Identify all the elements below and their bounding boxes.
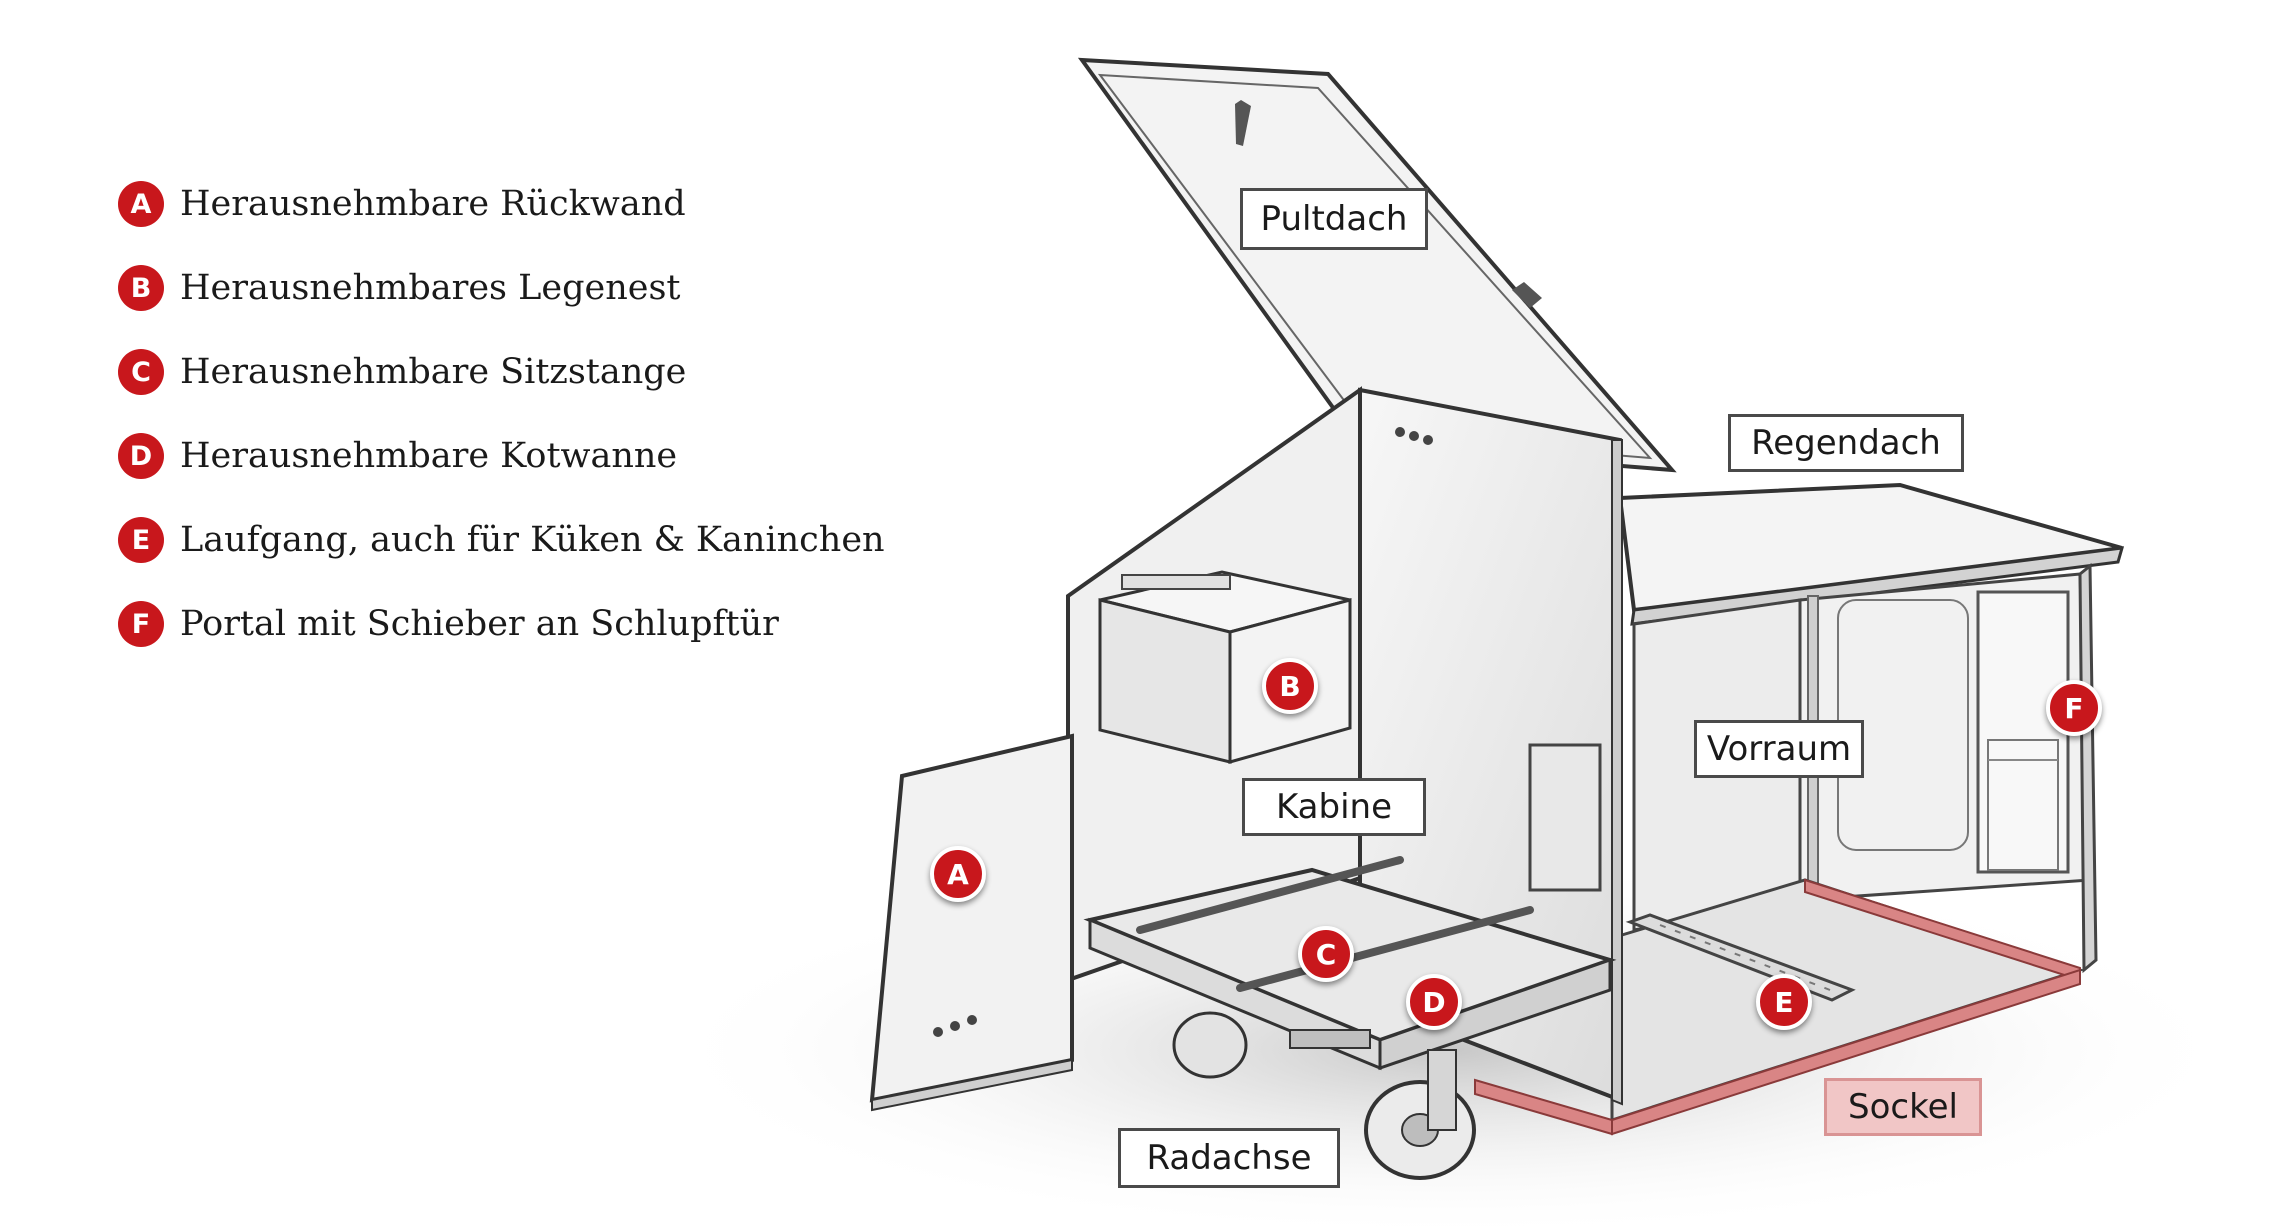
- label-radachse: Radachse: [1118, 1128, 1340, 1188]
- legend-badge: C: [118, 349, 164, 395]
- legend-item-d: D Herausnehmbare Kotwanne: [118, 414, 885, 498]
- legend-text: Laufgang, auch für Küken & Kaninchen: [180, 520, 885, 560]
- legend-item-e: E Laufgang, auch für Küken & Kaninchen: [118, 498, 885, 582]
- label-vorraum: Vorraum: [1694, 720, 1864, 778]
- legend-item-c: C Herausnehmbare Sitzstange: [118, 330, 885, 414]
- marker-a: A: [930, 846, 986, 902]
- label-pultdach: Pultdach: [1240, 188, 1428, 250]
- anteroom-walls: [1632, 562, 2098, 974]
- label-kabine: Kabine: [1242, 778, 1426, 836]
- legend-item-f: F Portal mit Schieber an Schlupftür: [118, 582, 885, 666]
- marker-c: C: [1298, 926, 1354, 982]
- roof-lid: [1077, 57, 1677, 473]
- label-regendach: Regendach: [1728, 414, 1964, 472]
- rain-roof: [1617, 482, 2125, 626]
- legend-text: Portal mit Schieber an Schlupftür: [180, 604, 779, 644]
- marker-e: E: [1756, 974, 1812, 1030]
- legend-badge: A: [118, 181, 164, 227]
- legend-text: Herausnehmbare Kotwanne: [180, 436, 678, 476]
- legend-text: Herausnehmbare Sitzstange: [180, 352, 687, 392]
- marker-b: B: [1262, 658, 1318, 714]
- back-wall-panel: [869, 733, 1074, 1112]
- legend-text: Herausnehmbare Rückwand: [180, 184, 686, 224]
- legend-item-a: A Herausnehmbare Rückwand: [118, 162, 885, 246]
- legend-badge: B: [118, 265, 164, 311]
- wheel-back: [1172, 1011, 1248, 1079]
- legend-item-b: B Herausnehmbares Legenest: [118, 246, 885, 330]
- legend-badge: F: [118, 601, 164, 647]
- legend-badge: D: [118, 433, 164, 479]
- label-sockel: Sockel: [1824, 1078, 1982, 1136]
- legend-text: Herausnehmbares Legenest: [180, 268, 681, 308]
- legend-badge: E: [118, 517, 164, 563]
- marker-f: F: [2046, 680, 2102, 736]
- marker-d: D: [1406, 974, 1462, 1030]
- legend: A Herausnehmbare Rückwand B Herausnehmba…: [118, 162, 885, 666]
